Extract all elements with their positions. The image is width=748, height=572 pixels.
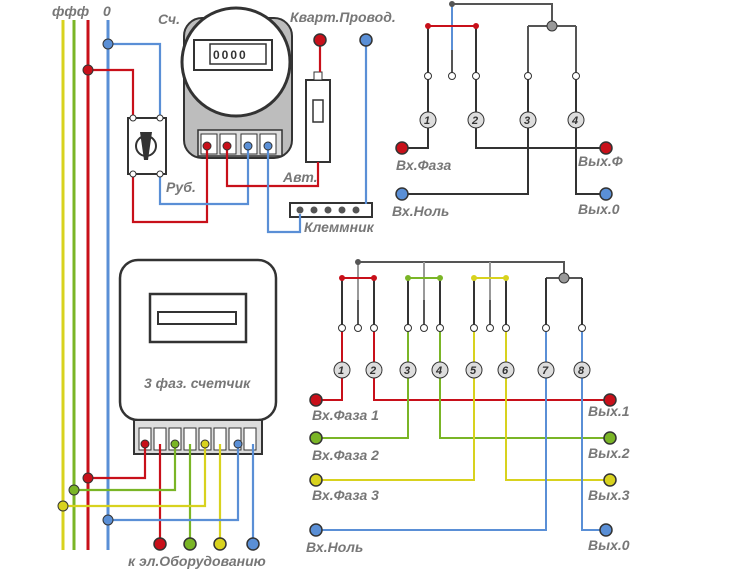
single-meter-dots [82,33,373,178]
tp-out1-label: Вых.1 [588,403,630,419]
three-meter-wires [63,444,255,540]
tp-in-zero-label: Вх.Ноль [306,539,363,555]
tp-terminal-7: 7 [542,365,549,377]
sp-terminal-3: 3 [524,115,530,127]
sp-terminals: 1 2 3 4 [419,111,585,129]
knife-switch [127,117,167,175]
tp-terminals: 1 2 3 4 5 6 7 8 [333,361,591,379]
single-meter-wires [88,40,368,234]
three-phase-meter [118,258,278,455]
single-phase-meter: 0000 [180,6,293,159]
tp-scheme-nodes [309,259,617,537]
three-meter-dots [57,439,260,551]
terminal-block [289,202,373,218]
tp-in-phase2-label: Вх.Фаза 2 [312,447,379,463]
tp-in-phase1-label: Вх.Фаза 1 [312,407,379,423]
tp-terminal-3: 3 [404,365,410,377]
switch-label: Руб. [166,179,196,195]
sp-in-zero-label: Вх.Ноль [392,203,449,219]
tp-out3-label: Вых.3 [588,487,630,503]
sp-scheme-nodes [395,1,613,201]
sp-out-zero-label: Вых.0 [578,201,620,217]
busbars [61,20,110,550]
meter-label: Сч. [158,11,180,27]
tp-terminal-5: 5 [470,365,477,377]
three-phase-meter-label: 3 фаз. счетчик [144,375,251,391]
tp-out0-label: Вых.0 [588,537,630,553]
busbar-zero-label: 0 [103,3,111,19]
apartment-wiring-label: Кварт.Провод. [290,9,396,25]
tp-out2-label: Вых.2 [588,445,630,461]
busbar-phases-label: ффф [52,3,89,19]
tp-terminal-1: 1 [338,365,344,377]
circuit-breaker [305,71,331,163]
tp-terminal-6: 6 [502,365,509,377]
tp-in-phase3-label: Вх.Фаза 3 [312,487,379,503]
tp-terminal-8: 8 [578,365,585,377]
sp-terminal-1: 1 [424,115,430,127]
tp-terminal-4: 4 [435,365,442,377]
tp-scheme-lines [316,261,610,531]
sp-out-phase-label: Вых.Ф [578,153,623,169]
terminal-label: Клеммник [304,219,375,235]
tp-terminal-2: 2 [369,365,376,377]
sp-in-phase-label: Вх.Фаза [396,157,451,173]
sp-terminal-2: 2 [471,115,478,127]
to-equipment-label: к эл.Оборудованию [128,553,266,569]
meter-display: 0000 [213,48,248,62]
sp-terminal-4: 4 [571,115,578,127]
breaker-label: Авт. [282,169,318,185]
